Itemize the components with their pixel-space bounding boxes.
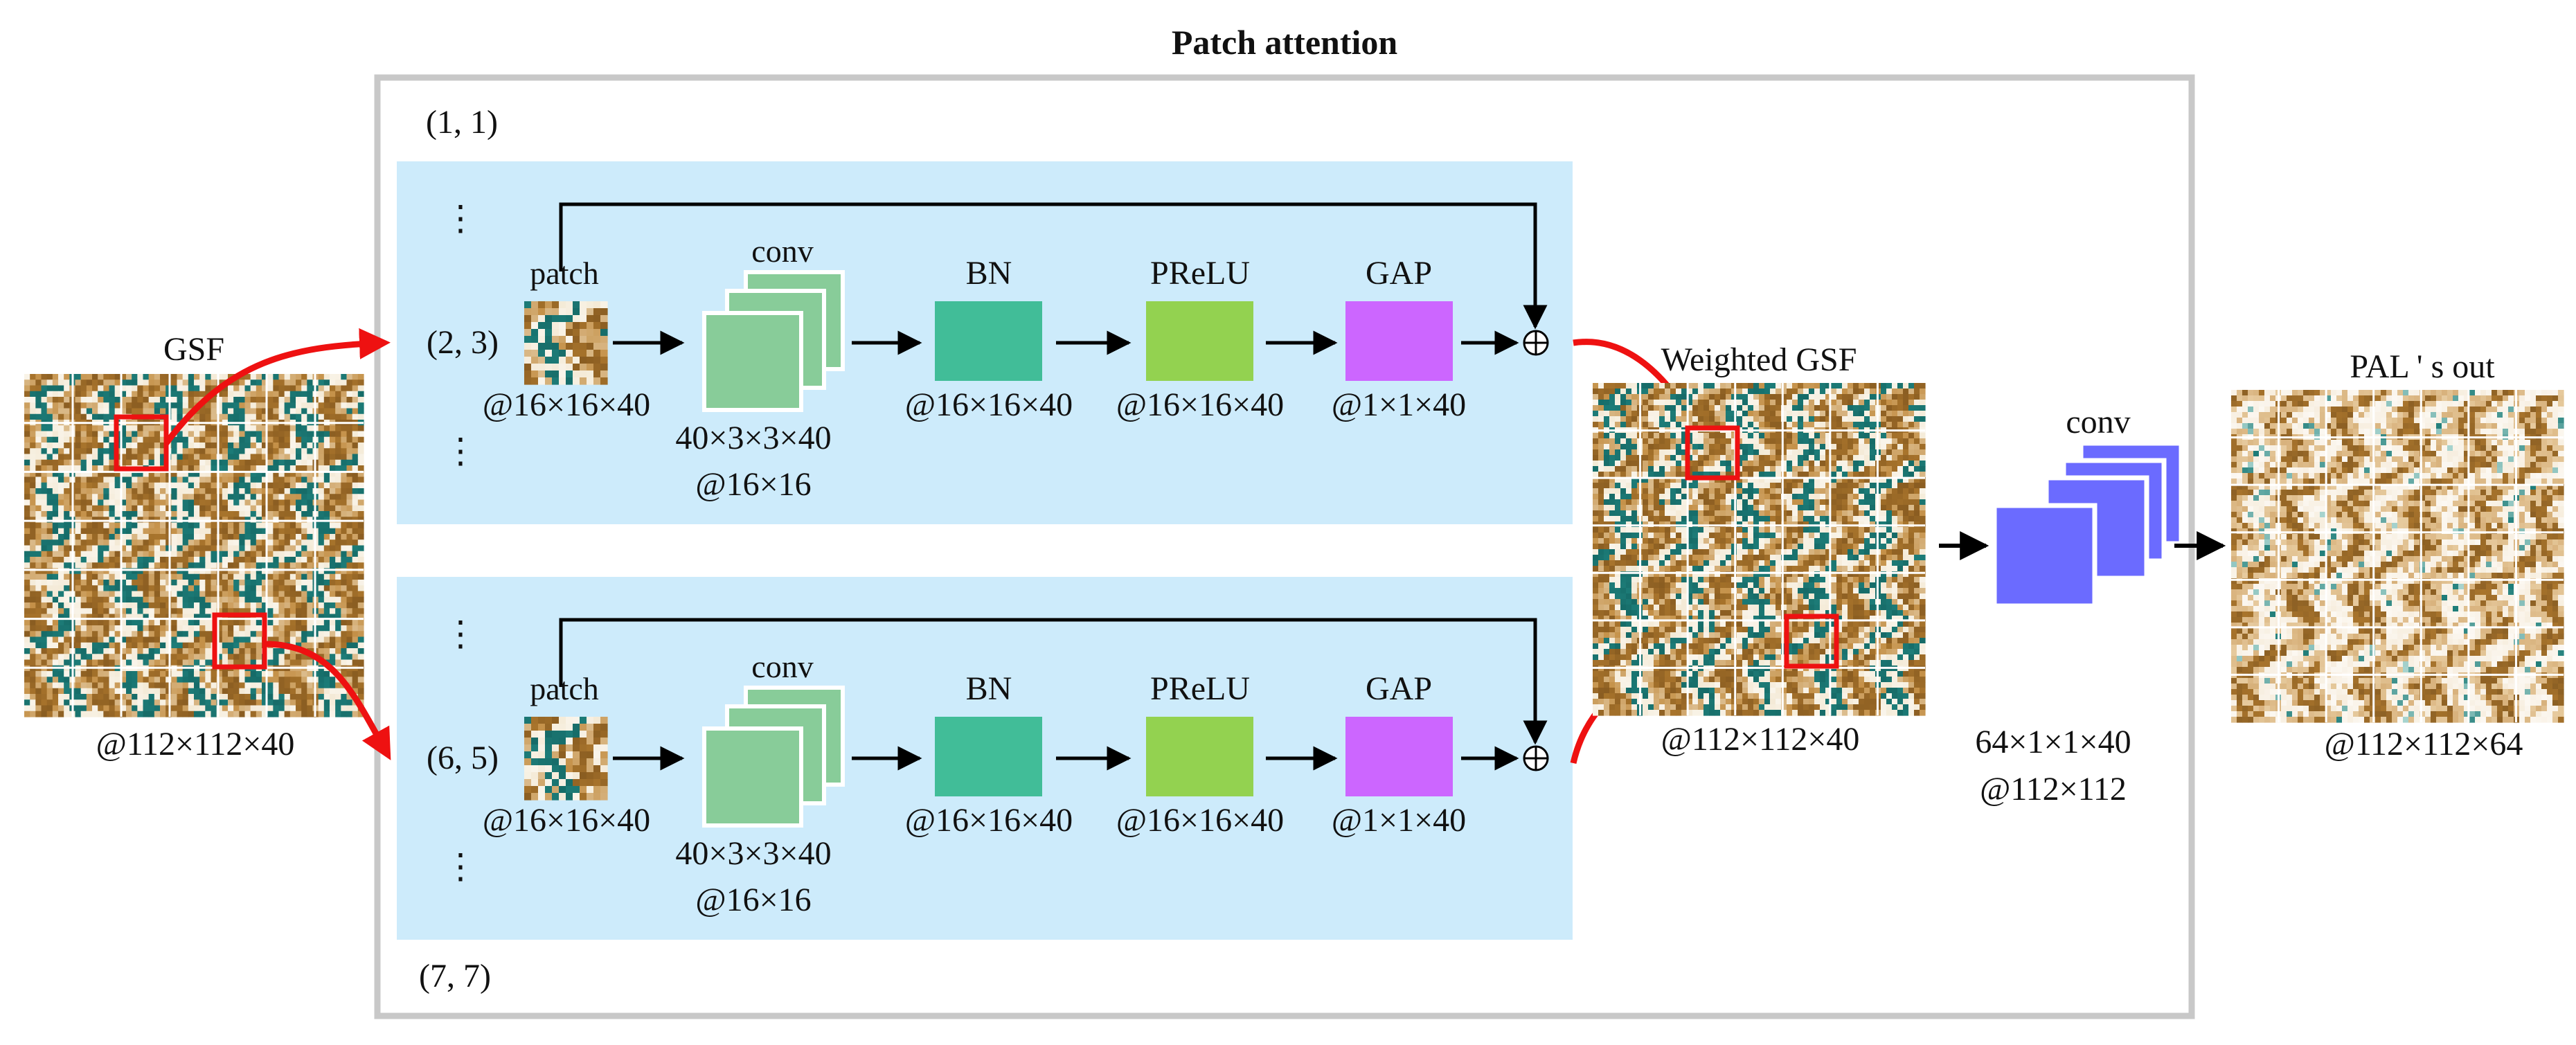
patch-thumbnail [524, 717, 608, 801]
index-first: (1, 1) [426, 104, 498, 141]
weighted-highlight-top [1685, 425, 1740, 481]
gsf-feature-map [24, 374, 364, 717]
pal-output-feature-map [2231, 390, 2564, 723]
bn-dimension: @16×16×40 [905, 386, 1073, 423]
prelu-label: PReLU [1150, 670, 1250, 707]
patch-label: patch [530, 256, 599, 291]
weighted-gsf-pixels [1593, 383, 1926, 716]
bn-block [935, 301, 1042, 381]
patch-label: patch [530, 671, 599, 706]
patch-top-pixels [524, 301, 608, 385]
weighted-gsf-dimension: @112×112×40 [1661, 721, 1860, 758]
weighted-gsf-label: Weighted GSF [1661, 341, 1857, 378]
gsf-label: GSF [163, 331, 224, 368]
diagram-title: Patch attention [1172, 23, 1398, 62]
index-last: (7, 7) [419, 958, 491, 994]
conv-output-dimension: @16×16 [695, 882, 811, 918]
weighted-gsf-feature-map [1593, 383, 1926, 716]
bn-block [935, 717, 1042, 796]
gap-label: GAP [1366, 670, 1432, 707]
branch-panel-bottom: ⋮ ⋮ (6, 5) patch @16×16×40 conv 40×3×3×40 @16×1… [397, 577, 1573, 940]
output-conv-dim1: 64×1×1×40 [1975, 724, 2131, 760]
pal-out-dimension: @112×112×64 [2325, 726, 2523, 762]
pal-output-pixels [2231, 390, 2564, 723]
prelu-dimension: @16×16×40 [1116, 802, 1284, 839]
prelu-label: PReLU [1150, 255, 1250, 292]
skip-connection-arrow [559, 202, 1548, 330]
gap-block [1345, 301, 1453, 381]
patch-thumbnail [524, 301, 608, 385]
patch-dimension: @16×16×40 [483, 386, 650, 423]
conv-output-dimension: @16×16 [695, 466, 811, 503]
output-conv-dim2: @112×112 [1980, 771, 2127, 807]
gap-label: GAP [1366, 255, 1432, 292]
conv-kernel-dimension: 40×3×3×40 [675, 835, 831, 872]
gsf-pixels [24, 374, 364, 717]
gsf-dimension: @112×112×40 [96, 726, 295, 762]
conv-layer-front [702, 726, 803, 828]
conv-label: conv [751, 233, 813, 269]
vdots-below: ⋮ [443, 431, 478, 470]
conv-layer-front [702, 311, 803, 412]
red-arrow-gsf-to-top-branch [163, 328, 391, 445]
red-arrow-gsf-to-bottom-branch [264, 641, 391, 760]
branch-panel-top: ⋮ ⋮ (2, 3) patch @16×16×40 conv 40×3×3×40 @16×1… [397, 161, 1573, 524]
bn-label: BN [966, 255, 1012, 292]
patch-dimension: @16×16×40 [483, 802, 650, 839]
output-conv-block [1992, 440, 2184, 609]
gap-block [1345, 717, 1453, 796]
pal-out-label: PAL ' s out [2350, 348, 2495, 385]
bn-label: BN [966, 670, 1012, 707]
conv-kernel-dimension: 40×3×3×40 [675, 420, 831, 456]
output-conv-label: conv [2066, 404, 2130, 440]
branch-index: (6, 5) [427, 740, 499, 776]
vdots-below: ⋮ [443, 847, 478, 886]
gap-dimension: @1×1×40 [1332, 386, 1466, 423]
vdots-above: ⋮ [443, 199, 478, 238]
gap-dimension: @1×1×40 [1332, 802, 1466, 839]
prelu-block [1146, 301, 1253, 381]
weighted-highlight-bottom [1784, 614, 1839, 669]
conv-label: conv [751, 649, 813, 684]
skip-connection-arrow [559, 618, 1548, 745]
prelu-block [1146, 717, 1253, 796]
branch-index: (2, 3) [427, 324, 499, 361]
bn-dimension: @16×16×40 [905, 802, 1073, 839]
vdots-above: ⋮ [443, 614, 478, 653]
patch-bottom-pixels [524, 717, 608, 801]
prelu-dimension: @16×16×40 [1116, 386, 1284, 423]
